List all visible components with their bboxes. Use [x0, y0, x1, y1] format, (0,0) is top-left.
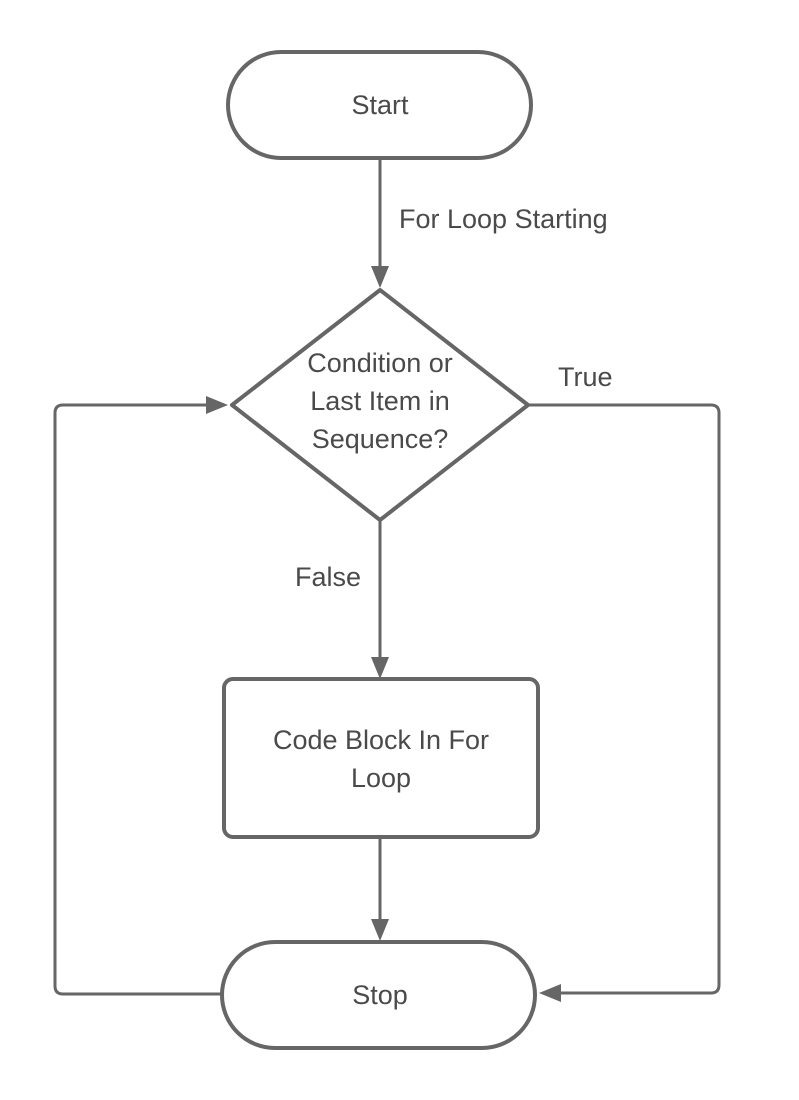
edge-start-to-decision-arrowhead-icon: [371, 266, 389, 288]
edge-decision-true-to-stop: True: [528, 362, 721, 1002]
edge-loop-back-line: [53, 403, 224, 996]
decision-label-line-1: Condition or: [307, 348, 453, 378]
edge-loop-back-to-decision: [53, 396, 228, 996]
edge-process-to-stop-arrowhead-icon: [371, 919, 389, 941]
process-shape: [222, 677, 540, 839]
start-label: Start: [351, 90, 409, 120]
start-shape: [226, 50, 533, 160]
decision-shape: [230, 288, 530, 522]
edge-label-for-loop-starting: For Loop Starting: [399, 204, 608, 234]
decision-node: Condition or Last Item in Sequence?: [230, 288, 530, 522]
decision-label-line-2: Last Item in: [310, 386, 450, 416]
stop-node: Stop: [220, 940, 537, 1050]
stop-label: Stop: [352, 980, 408, 1010]
process-label-line-1: Code Block In For: [273, 725, 489, 755]
edge-decision-false-arrowhead-icon: [371, 657, 389, 679]
stop-shape: [220, 940, 537, 1050]
process-label-line-2: Loop: [351, 763, 411, 793]
edge-process-to-stop: [371, 838, 389, 941]
edge-label-false: False: [295, 562, 361, 592]
edge-label-true: True: [558, 362, 613, 392]
decision-label-line-3: Sequence?: [312, 424, 449, 454]
process-node: Code Block In For Loop: [222, 677, 540, 839]
edge-start-to-decision: For Loop Starting: [371, 158, 608, 288]
edge-decision-true-arrowhead-icon: [539, 984, 561, 1002]
edge-loop-back-arrowhead-icon: [206, 396, 228, 414]
edge-decision-true-line: [528, 403, 721, 995]
start-node: Start: [226, 50, 533, 160]
edge-decision-false-to-process: False: [295, 520, 389, 679]
